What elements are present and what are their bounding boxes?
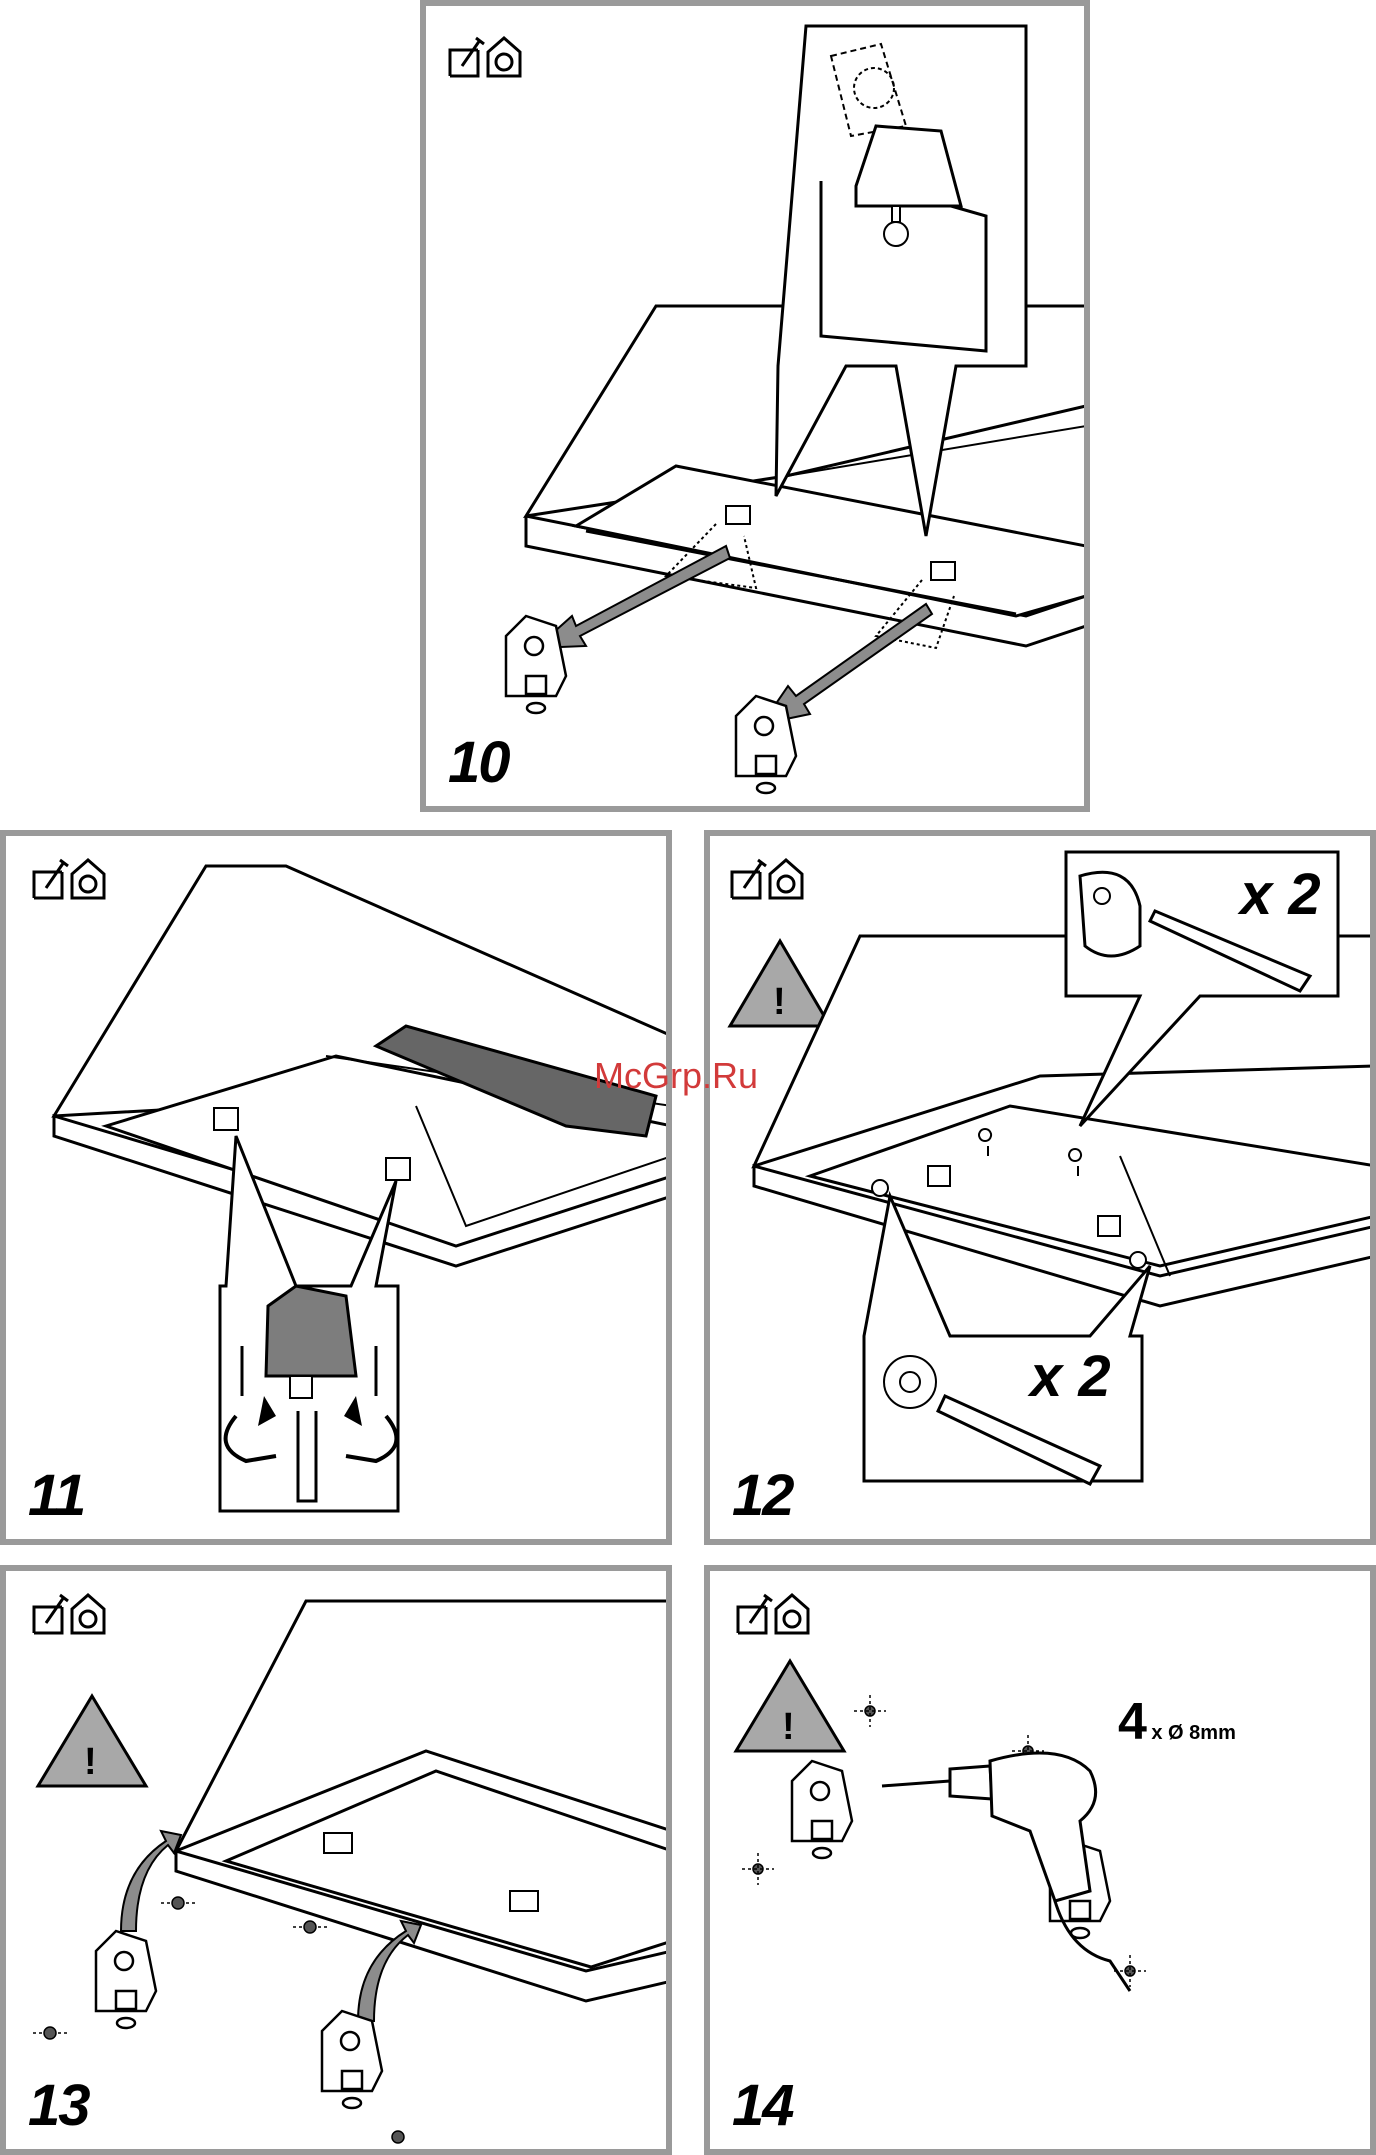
house-icon bbox=[72, 1595, 104, 1633]
panel-step-11: 11 bbox=[0, 830, 672, 1545]
mount-arrow bbox=[121, 1831, 181, 1931]
panel-step-12: ! x 2 x 2 12 bbox=[704, 830, 1376, 1545]
install-tools-icon bbox=[34, 1595, 68, 1633]
bracket-icon bbox=[792, 1761, 852, 1858]
hood-clip bbox=[931, 562, 955, 580]
drill-hole-diameter: x Ø 8mm bbox=[1151, 1722, 1235, 1744]
panel-step-10: 10 bbox=[420, 0, 1090, 812]
hood-clip bbox=[726, 506, 750, 524]
cooker-hood bbox=[176, 1601, 672, 2001]
cooker-hood bbox=[54, 866, 672, 1266]
screwdriver-icon bbox=[298, 1411, 316, 1501]
hood-clip bbox=[214, 1108, 238, 1130]
panel-14-illustration: ! bbox=[710, 1571, 1376, 2155]
panel-12-illustration: ! bbox=[710, 836, 1376, 1545]
svg-text:!: ! bbox=[782, 1706, 795, 1748]
watermark: McGrp.Ru bbox=[594, 1058, 758, 1094]
quantity-label: x 2 bbox=[1240, 866, 1321, 924]
bracket-icon bbox=[736, 696, 796, 793]
step-number: 13 bbox=[28, 2077, 89, 2135]
hood-clip bbox=[1098, 1216, 1120, 1236]
panel-13-illustration: ! bbox=[6, 1571, 672, 2155]
hood-clip bbox=[386, 1158, 410, 1180]
svg-text:!: ! bbox=[84, 1741, 97, 1783]
install-tools-icon bbox=[732, 860, 766, 898]
drill-hole-spec: 4 x Ø 8mm bbox=[1118, 1696, 1236, 1748]
install-tools-icon bbox=[738, 1595, 772, 1633]
hood-clip bbox=[324, 1833, 352, 1853]
quantity-label: x 2 bbox=[1030, 1348, 1111, 1406]
bracket-icon bbox=[96, 1931, 156, 2028]
install-tools-icon bbox=[34, 860, 68, 898]
hood-clip bbox=[510, 1891, 538, 1911]
hood-clip bbox=[928, 1166, 950, 1186]
bracket-icon bbox=[322, 2011, 382, 2108]
step-number: 14 bbox=[732, 2077, 793, 2135]
house-icon bbox=[770, 860, 802, 898]
bracket-icon bbox=[506, 616, 566, 713]
house-icon bbox=[488, 38, 520, 76]
svg-text:!: ! bbox=[773, 981, 786, 1023]
house-icon bbox=[72, 860, 104, 898]
panel-step-13: ! 13 bbox=[0, 1565, 672, 2155]
step-number: 11 bbox=[28, 1467, 84, 1525]
install-tools-icon bbox=[450, 38, 484, 76]
mounting-hole bbox=[1130, 1252, 1146, 1268]
panel-step-14: ! 4 x Ø 8mm bbox=[704, 1565, 1376, 2155]
panel-11-illustration bbox=[6, 836, 672, 1545]
step-number: 12 bbox=[732, 1467, 793, 1525]
mounting-hole bbox=[872, 1180, 888, 1196]
house-icon bbox=[776, 1595, 808, 1633]
panel-10-illustration bbox=[426, 6, 1090, 812]
drill-hole-count: 4 bbox=[1118, 1693, 1147, 1751]
removal-arrow bbox=[762, 604, 932, 724]
step-number: 10 bbox=[448, 734, 509, 792]
